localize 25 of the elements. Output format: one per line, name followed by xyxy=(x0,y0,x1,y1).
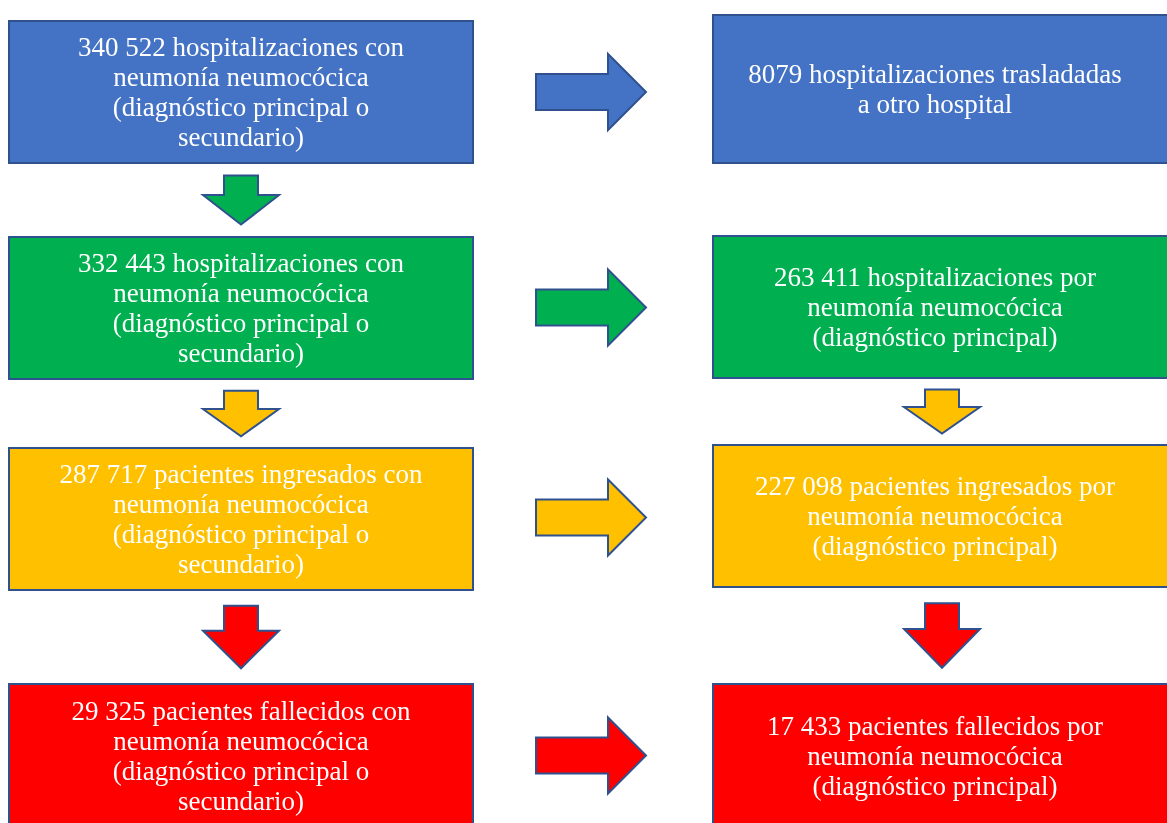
box-text: 287 717 pacientes ingresados con neumonía neumocócica (diagnóstico principal o secundario) xyxy=(58,459,424,579)
box-text: 263 411 hospitalizaciones por neumonía neumocócica (diagnóstico principal) xyxy=(772,262,1098,352)
block-arrow xyxy=(535,51,648,133)
box-text: 8079 hospitalizaciones trasladadas a otro hospital xyxy=(747,59,1123,119)
block-arrow xyxy=(900,388,984,435)
process-box xyxy=(712,235,1167,379)
block-arrow xyxy=(535,477,648,558)
process-box xyxy=(8,20,474,164)
process-box xyxy=(712,683,1167,823)
box-text: 17 433 pacientes fallecidos por neumonía neumocócica (diagnóstico principal) xyxy=(766,710,1104,801)
process-box xyxy=(712,14,1167,164)
block-arrow xyxy=(200,604,282,670)
process-box xyxy=(8,236,474,380)
block-arrow xyxy=(535,267,648,348)
block-arrow xyxy=(535,715,648,796)
block-arrow xyxy=(901,602,983,670)
box-text: 340 522 hospitalizaciones con neumonía neumocócica (diagnóstico principal o secundario) xyxy=(76,32,406,152)
box-text: 29 325 pacientes fallecidos con neumonía neumocócica (diagnóstico principal o secundario) xyxy=(70,695,412,816)
process-box xyxy=(8,447,474,591)
block-arrow xyxy=(200,174,282,226)
process-box xyxy=(8,683,474,823)
box-text: 227 098 pacientes ingresados por neumonía neumocócica (diagnóstico principal) xyxy=(754,471,1116,561)
block-arrow xyxy=(199,389,283,438)
box-text: 332 443 hospitalizaciones con neumonía neumocócica (diagnóstico principal o secundario) xyxy=(76,248,406,368)
process-box xyxy=(712,444,1167,588)
